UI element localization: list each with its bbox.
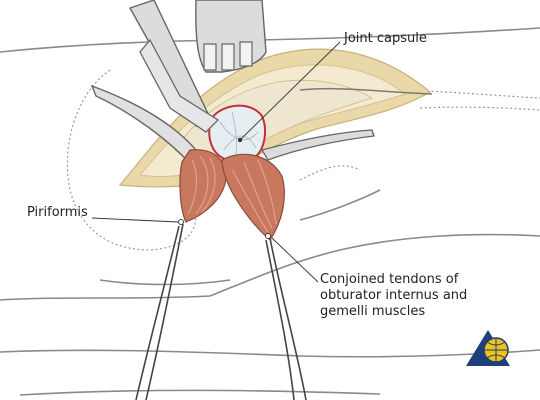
joint-capsule-shape: [208, 104, 267, 163]
body-outline: [0, 27, 540, 396]
retractor-right: [260, 129, 375, 161]
leader-dot-capsule: [237, 137, 243, 143]
stay-sutures: [135, 223, 307, 400]
label-piriformis: Piriformis: [27, 205, 88, 220]
label-joint-capsule: Joint capsule: [344, 31, 427, 46]
label-conjoined-tendons: Conjoined tendons of obturator internus …: [320, 272, 467, 320]
globe-triangle-logo: [466, 330, 510, 366]
pelvis-dotted-outline: [66, 69, 540, 251]
label-conjoined-line-3: gemelli muscles: [320, 304, 426, 319]
conjoined-tendon-muscle: [221, 153, 285, 241]
label-conjoined-line-1: Conjoined tendons of: [320, 272, 459, 287]
label-conjoined-line-2: obturator internus and: [320, 288, 468, 303]
retractor-forked: [139, 0, 267, 133]
suture-knot-conjoined: [265, 233, 271, 239]
suture-knot-piriformis: [178, 219, 184, 225]
leader-lines: [91, 41, 341, 283]
piriformis-muscle: [179, 149, 227, 223]
